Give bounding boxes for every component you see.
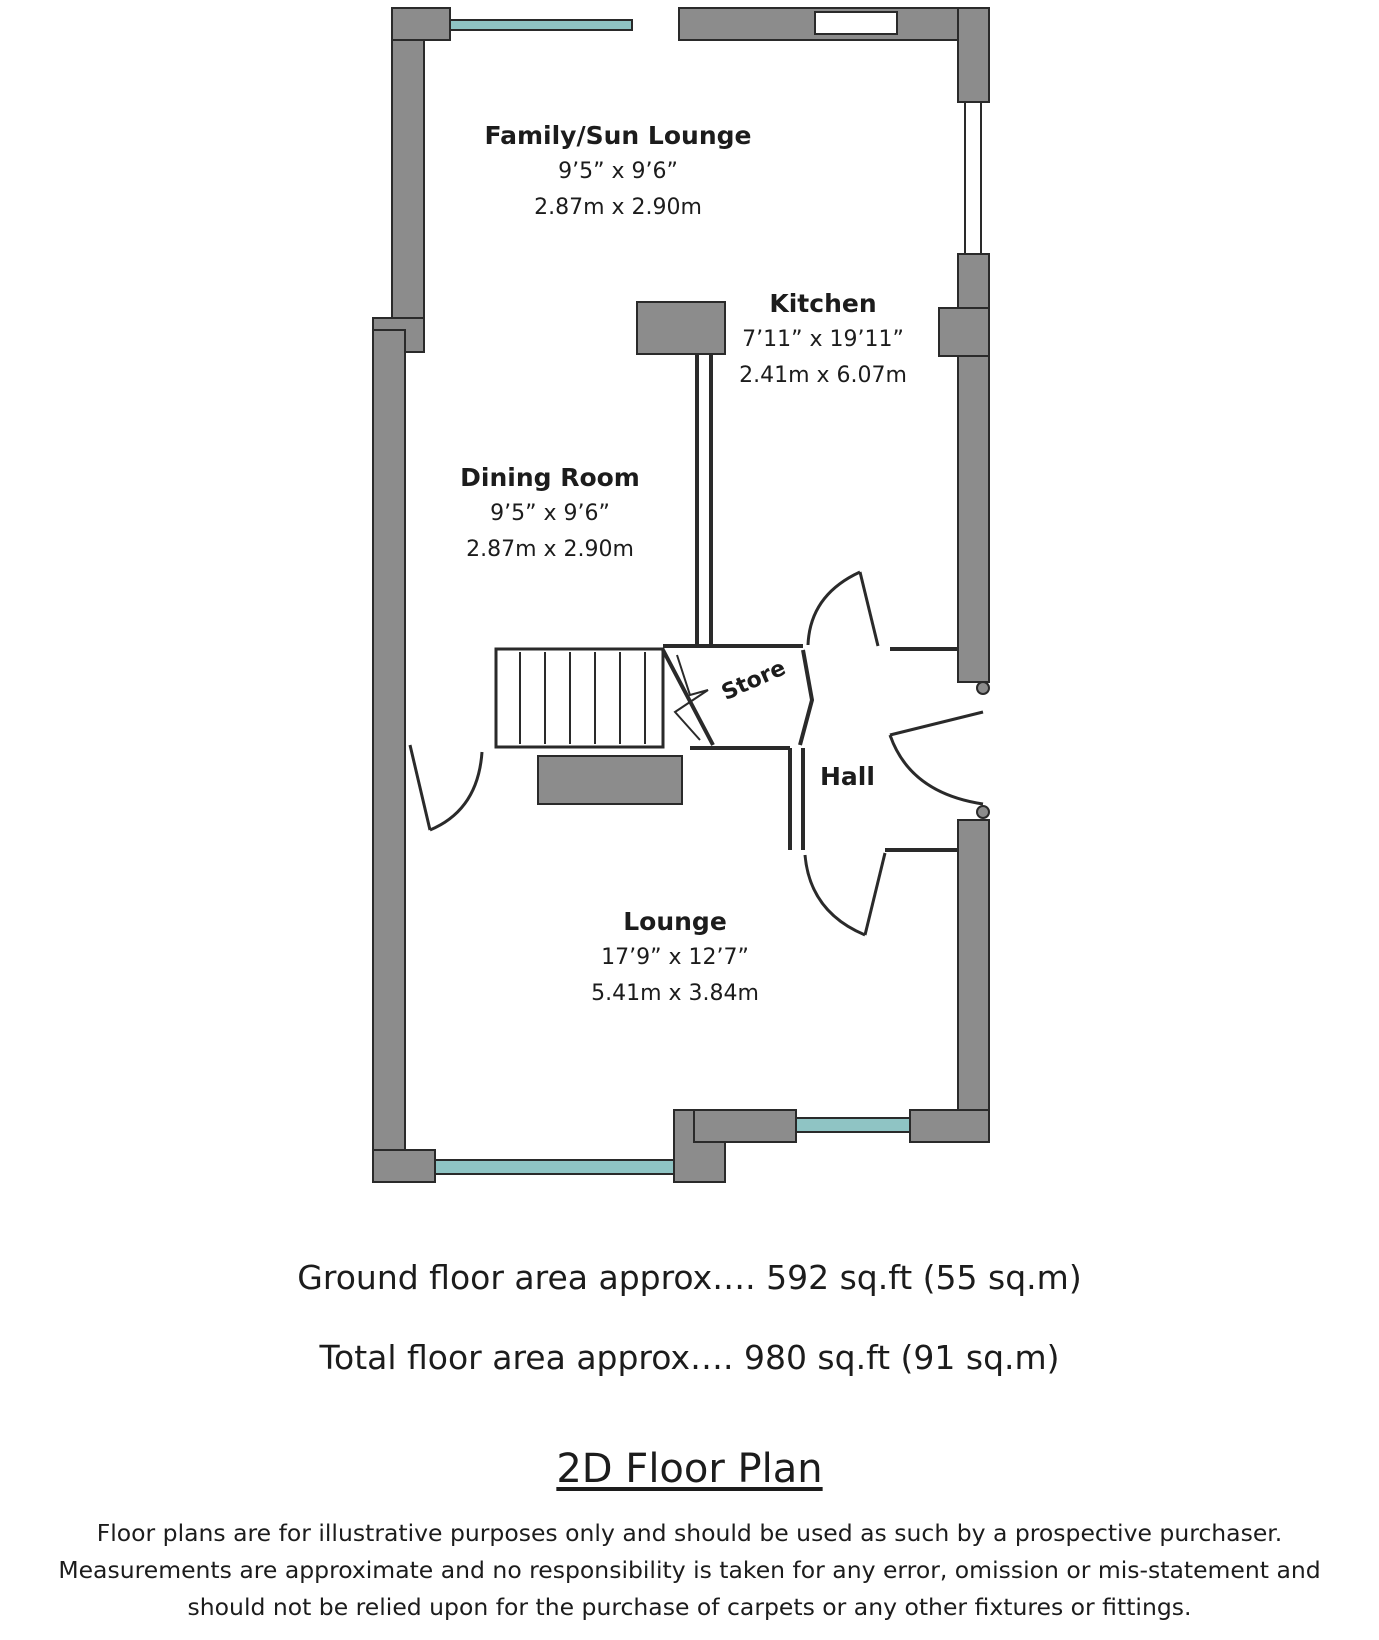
wall-left-lower [372, 329, 406, 1183]
window-bottom-left [434, 1159, 675, 1175]
room-imperial: 17’9” x 12’7” [601, 945, 749, 970]
chimney-breast-upper [636, 301, 726, 355]
disclaimer-line: should not be relied upon for the purcha… [187, 1593, 1192, 1621]
room-family-sun-lounge: Family/Sun Lounge 9’5” x 9’6” 2.87m x 2.… [458, 118, 778, 226]
room-imperial: 7’11” x 19’11” [742, 327, 904, 352]
room-lounge: Lounge 17’9” x 12’7” 5.41m x 3.84m [515, 904, 835, 1012]
room-kitchen: Kitchen 7’11” x 19’11” 2.41m x 6.07m [663, 286, 983, 394]
wall-bottom-right [909, 1109, 990, 1143]
room-dining-room: Dining Room 9’5” x 9’6” 2.87m x 2.90m [390, 460, 710, 568]
exterior-walls [372, 7, 990, 1183]
window-top-left [449, 19, 633, 31]
floor-plan-drawing [372, 7, 990, 1183]
plan-title: 2D Floor Plan [0, 1446, 1379, 1492]
wall-top-left [391, 7, 451, 41]
wall-bottom-left [372, 1149, 436, 1183]
room-metric: 2.87m x 2.90m [534, 195, 702, 220]
disclaimer-line: Measurements are approximate and no resp… [58, 1556, 1321, 1584]
room-hall: Hall [820, 762, 875, 791]
room-metric: 2.87m x 2.90m [466, 537, 634, 562]
room-name: Hall [820, 762, 875, 791]
disclaimer-line: Floor plans are for illustrative purpose… [96, 1519, 1283, 1547]
room-name: Lounge [623, 907, 727, 936]
wall-right-upper [957, 7, 990, 103]
wall-left-upper [391, 7, 425, 329]
disclaimer: Floor plans are for illustrative purpose… [0, 1515, 1379, 1626]
room-metric: 5.41m x 3.84m [591, 981, 759, 1006]
room-name: Dining Room [460, 463, 640, 492]
total-floor-area: Total floor area approx…. 980 sq.ft (91 … [319, 1338, 1060, 1377]
window-top-right [814, 11, 898, 35]
wall-right-lower [957, 819, 990, 1139]
room-imperial: 9’5” x 9’6” [558, 159, 678, 184]
room-name: Family/Sun Lounge [484, 121, 752, 150]
window-bottom-right [795, 1117, 911, 1133]
door-swings [408, 570, 984, 937]
ground-floor-area: Ground floor area approx…. 592 sq.ft (55… [297, 1258, 1082, 1297]
room-imperial: 9’5” x 9’6” [490, 501, 610, 526]
wall-right-pier [938, 307, 990, 357]
room-metric: 2.41m x 6.07m [739, 363, 907, 388]
wall-bottom-step-top [693, 1109, 797, 1143]
internal-walls [494, 354, 958, 852]
stairs [519, 652, 709, 744]
windows [434, 11, 990, 1175]
chimney-breast-lower [537, 755, 683, 805]
window-right-upper [964, 101, 982, 255]
plan-title-text: 2D Floor Plan [556, 1446, 823, 1492]
room-name: Kitchen [769, 289, 877, 318]
